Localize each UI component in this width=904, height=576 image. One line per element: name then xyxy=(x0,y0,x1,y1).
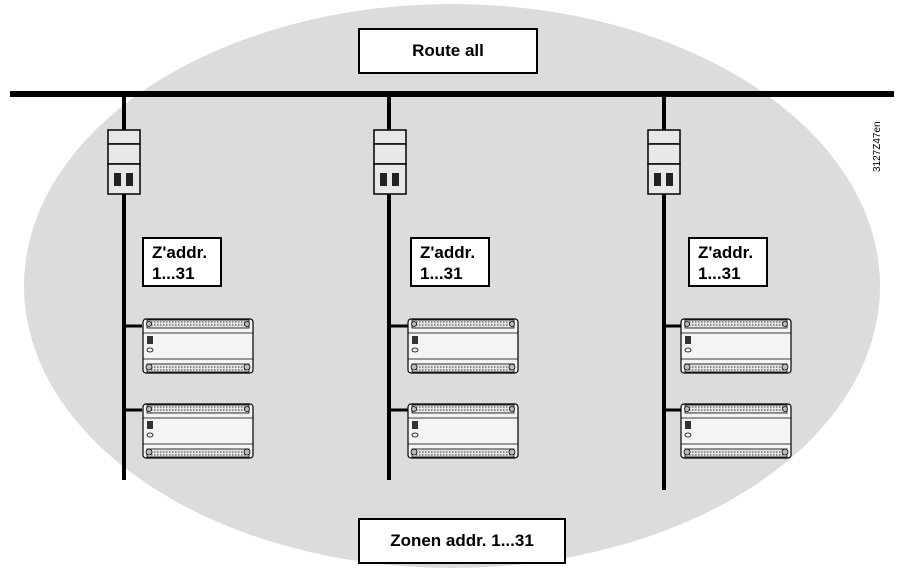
controller-icon xyxy=(407,403,519,459)
zone-address-title: Z'addr. xyxy=(698,243,754,262)
controller-icon xyxy=(142,318,254,374)
router-icon xyxy=(647,129,681,195)
controller-icon xyxy=(407,318,519,374)
segment-3-zone-address-label: Z'addr. 1...31 xyxy=(688,237,768,287)
zone-address-range: 1...31 xyxy=(152,264,195,283)
zone-address-range: 1...31 xyxy=(420,264,463,283)
document-code: 3127Z47en xyxy=(872,121,883,172)
segment-2 xyxy=(373,94,519,480)
segment-3 xyxy=(647,94,792,490)
router-icon xyxy=(107,129,141,195)
segment-2-zone-address-label: Z'addr. 1...31 xyxy=(410,237,490,287)
segment-1 xyxy=(107,94,254,480)
zone-address-title: Z'addr. xyxy=(420,243,476,262)
segment-1-zone-address-label: Z'addr. 1...31 xyxy=(142,237,222,287)
route-all-label: Route all xyxy=(358,28,538,74)
controller-icon xyxy=(680,403,792,459)
zone-address-title: Z'addr. xyxy=(152,243,208,262)
zone-address-footer-label: Zonen addr. 1...31 xyxy=(358,518,566,564)
controller-icon xyxy=(680,318,792,374)
controller-icon xyxy=(142,403,254,459)
router-icon xyxy=(373,129,407,195)
zone-address-range: 1...31 xyxy=(698,264,741,283)
